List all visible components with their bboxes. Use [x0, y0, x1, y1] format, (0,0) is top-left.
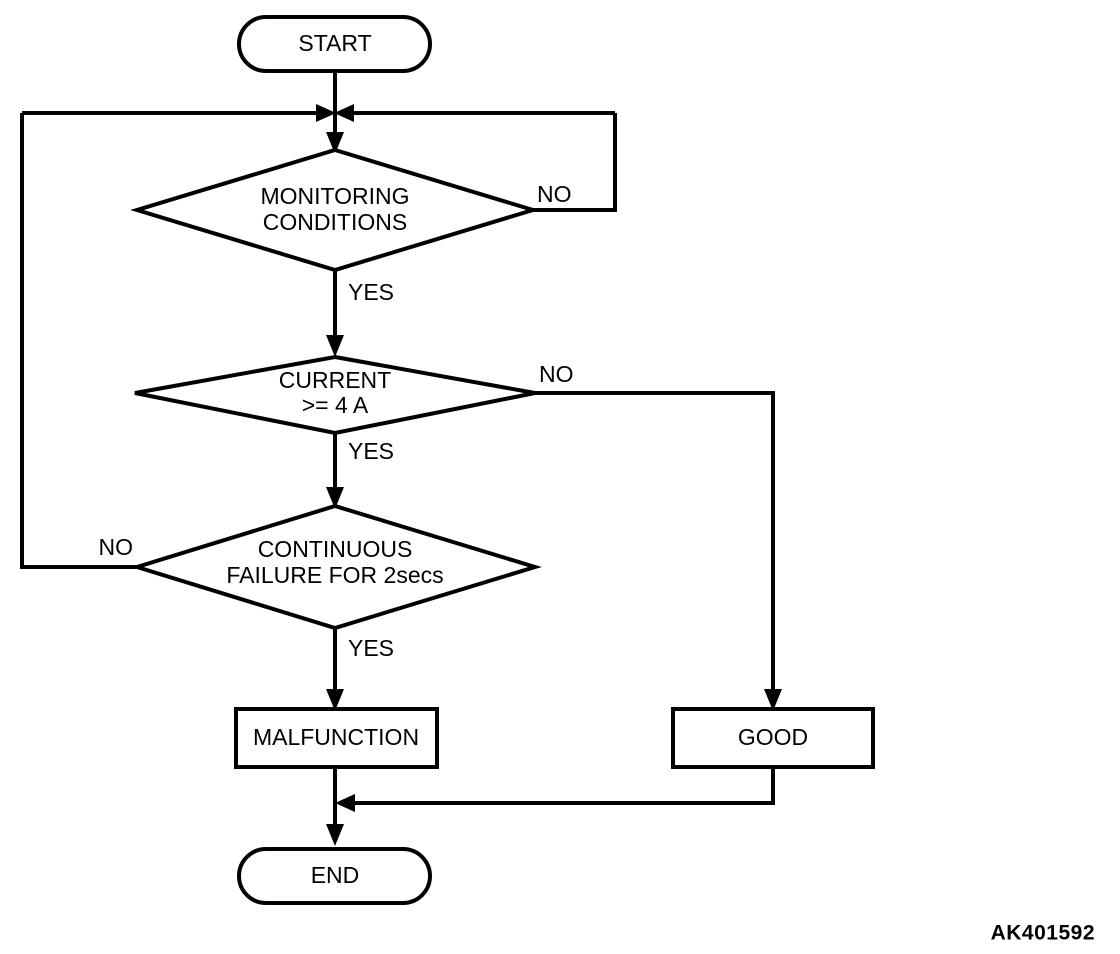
- edge-loop-left-return: [22, 104, 336, 122]
- edge-monitoring-no: [533, 113, 617, 212]
- edge-label-current-yes: YES: [348, 438, 394, 464]
- node-malfunction-label: MALFUNCTION: [253, 724, 419, 750]
- edge-continuous-yes: [326, 628, 344, 711]
- node-end[interactable]: END: [237, 847, 432, 905]
- node-monitoring-label-line1: MONITORING: [260, 183, 409, 209]
- edge-monitoring-yes: [326, 270, 344, 357]
- edge-label-monitoring-no: NO: [537, 181, 572, 207]
- edge-current-no: [535, 391, 782, 711]
- figure-id-label: AK401592: [991, 922, 1095, 945]
- node-continuous-failure[interactable]: CONTINUOUS FAILURE FOR 2secs: [130, 503, 542, 631]
- node-continuous-label-line2: FAILURE FOR 2secs: [226, 562, 443, 588]
- edge-current-yes: [326, 433, 344, 509]
- node-good[interactable]: GOOD: [671, 707, 875, 769]
- node-start[interactable]: START: [237, 15, 432, 73]
- edge-malfunction-to-end: [326, 767, 344, 846]
- node-current-label-line2: >= 4 A: [302, 392, 369, 418]
- node-current-label-line1: CURRENT: [279, 367, 391, 393]
- node-malfunction[interactable]: MALFUNCTION: [234, 707, 439, 769]
- node-continuous-label-line1: CONTINUOUS: [258, 536, 413, 562]
- node-end-label: END: [311, 862, 360, 888]
- node-start-label: START: [298, 30, 371, 56]
- edge-good-merge: [335, 767, 775, 812]
- edge-label-current-no: NO: [539, 361, 574, 387]
- node-current[interactable]: CURRENT >= 4 A: [134, 354, 536, 436]
- edge-loop-right-return: [334, 104, 615, 122]
- edge-label-monitoring-yes: YES: [348, 279, 394, 305]
- edge-junction-to-monitoring: [326, 113, 344, 154]
- edge-continuous-no: [20, 113, 137, 569]
- edge-label-continuous-yes: YES: [348, 635, 394, 661]
- edge-label-continuous-no: NO: [99, 534, 134, 560]
- node-monitoring-label-line2: CONDITIONS: [263, 209, 407, 235]
- node-good-label: GOOD: [738, 724, 808, 750]
- node-monitoring-conditions[interactable]: MONITORING CONDITIONS: [130, 147, 540, 273]
